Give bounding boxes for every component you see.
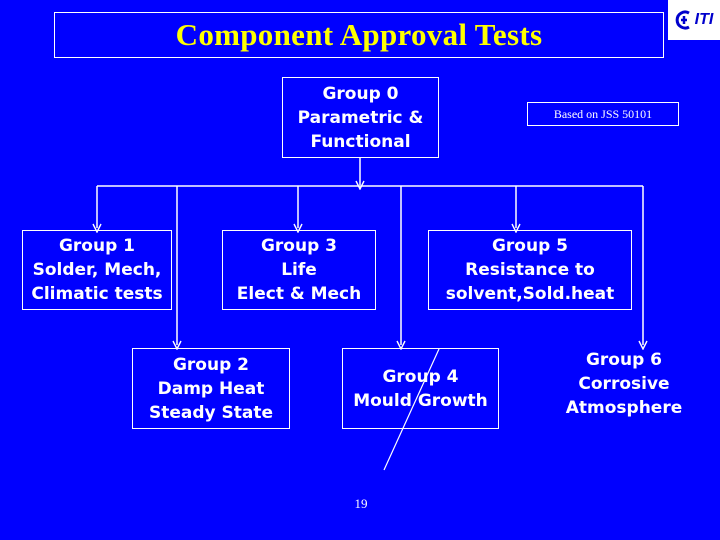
page-number: 19 (354, 496, 368, 511)
group-1-box: Group 1 Solder, Mech, Climatic tests (22, 230, 172, 310)
group-3-line-2: Life (281, 260, 317, 280)
group-4-box: Group 4 Mould Growth (342, 348, 499, 429)
group-1-line-1: Group 1 (58, 236, 136, 256)
group-5-line-1: Group 5 (491, 236, 569, 256)
group-3-box: Group 3 Life Elect & Mech (222, 230, 376, 310)
group-4-line-1: Group 4 (382, 366, 459, 387)
group-6-line-3: Atmosphere (565, 398, 683, 418)
group-2-line-1: Group 2 (172, 354, 250, 375)
group-5-line-2: Resistance to (465, 260, 595, 280)
group-0-label: Group 0 Parametric & Functional (298, 82, 424, 154)
group-2-line-2: Damp Heat (157, 378, 265, 399)
group-1-line-2: Solder, Mech, (32, 260, 162, 280)
group-4-line-2: Mould Growth (353, 390, 488, 411)
group-3-line-1: Group 3 (260, 236, 338, 256)
group-6-line-1: Group 6 (585, 350, 663, 370)
group-0-line-1: Group 0 (322, 83, 399, 104)
logo-text: ITI (694, 11, 714, 28)
group-5-label: Group 5 Resistance to solvent,Sold.heat (446, 234, 615, 306)
group-3-label: Group 3 Life Elect & Mech (237, 234, 361, 306)
group-4-label: Group 4 Mould Growth (353, 365, 488, 413)
group-2-line-3: Steady State (148, 402, 274, 423)
title-box: Component Approval Tests (54, 12, 664, 58)
standard-note: Based on JSS 50101 (553, 106, 653, 121)
group-6-label: Group 6 Corrosive Atmosphere (566, 348, 683, 420)
group-0-line-2: Parametric & (297, 107, 424, 128)
group-3-line-3: Elect & Mech (236, 284, 362, 304)
group-1-line-3: Climatic tests (31, 284, 163, 304)
group-5-line-3: solvent,Sold.heat (445, 284, 615, 304)
group-1-label: Group 1 Solder, Mech, Climatic tests (31, 234, 162, 306)
group-0-box: Group 0 Parametric & Functional (282, 77, 439, 158)
group-0-line-3: Functional (310, 131, 411, 152)
standard-note-box: Based on JSS 50101 (527, 102, 679, 126)
group-6-box: Group 6 Corrosive Atmosphere (548, 338, 700, 430)
company-logo: ITI (668, 0, 720, 40)
slide-title: Component Approval Tests (175, 17, 543, 52)
logo-mark-icon (675, 10, 690, 30)
group-5-box: Group 5 Resistance to solvent,Sold.heat (428, 230, 632, 310)
strike-through-line (383, 348, 440, 471)
group-2-box: Group 2 Damp Heat Steady State (132, 348, 290, 429)
group-2-label: Group 2 Damp Heat Steady State (149, 353, 273, 425)
group-6-line-2: Corrosive (578, 374, 670, 394)
